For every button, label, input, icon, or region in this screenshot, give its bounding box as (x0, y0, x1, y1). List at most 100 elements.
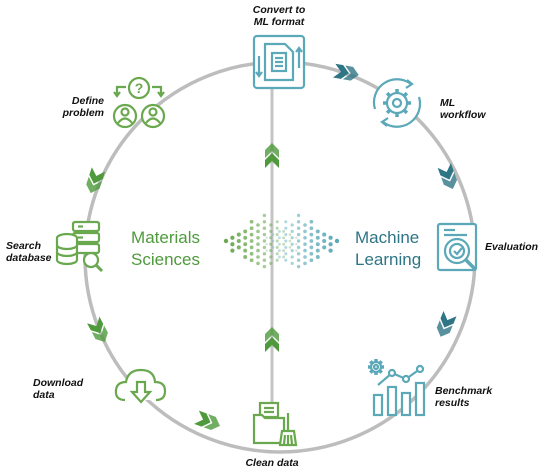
dot (262, 252, 267, 256)
cloud-download-icon (114, 368, 167, 404)
chevron-workflow-to-evaluation (437, 163, 457, 189)
evaluation-icon (436, 222, 478, 272)
dot (275, 258, 279, 262)
dot (269, 236, 273, 240)
dot (296, 220, 301, 224)
step-label-define: Define problem (62, 95, 104, 119)
dot (284, 220, 288, 224)
dot (290, 248, 294, 253)
materials-title-line-2: Sciences (131, 250, 200, 269)
dot (315, 235, 320, 240)
dot (277, 249, 281, 253)
materials-sciences-title: Materials Sciences (108, 227, 200, 271)
dot (236, 232, 241, 237)
ml-dot-arrow (265, 213, 340, 269)
dot (256, 255, 260, 259)
dot (290, 236, 294, 240)
dot (277, 255, 281, 259)
dot (262, 213, 267, 218)
dot (275, 239, 279, 243)
dot (249, 232, 254, 237)
dot (249, 245, 254, 250)
dot (309, 232, 314, 237)
dot (296, 258, 301, 262)
dot (309, 251, 314, 256)
dot (249, 251, 254, 256)
dot (277, 242, 281, 246)
dot (249, 219, 254, 224)
dot (284, 252, 288, 256)
dot (290, 223, 294, 227)
dot (243, 242, 248, 247)
dot (256, 236, 260, 240)
svg-text:?: ? (135, 80, 144, 96)
dot (269, 248, 273, 253)
dot (271, 233, 275, 236)
dot (262, 258, 267, 262)
dot (230, 242, 235, 247)
dot (296, 232, 301, 237)
gear-tooth (369, 369, 374, 374)
gear-tooth (378, 369, 383, 374)
dot (315, 229, 320, 234)
chevron-download-to-clean (194, 410, 220, 430)
dot (271, 239, 275, 243)
dot (256, 223, 260, 227)
dot (271, 246, 275, 249)
dot (282, 236, 286, 240)
dot (309, 258, 314, 263)
dot (275, 233, 279, 237)
dot (315, 255, 320, 259)
benchmark-chart-icon (368, 359, 426, 417)
dot (284, 245, 288, 249)
dot (303, 248, 307, 253)
ml-title-line-1: Machine (355, 228, 420, 247)
chevron-convert-to-workflow (332, 63, 359, 81)
materials-title-line-1: Materials (131, 228, 200, 247)
machine-learning-title: Machine Learning (355, 227, 447, 271)
dot (275, 252, 279, 256)
dot (275, 226, 279, 230)
dot (262, 226, 267, 230)
dot (236, 238, 241, 244)
dot (303, 229, 307, 234)
dot (243, 248, 248, 253)
dot (282, 242, 286, 246)
dot (269, 255, 273, 259)
gear-tooth (378, 360, 383, 365)
dot (322, 238, 327, 244)
dot (256, 261, 260, 266)
gear-cycle-icon (372, 78, 422, 128)
step-label-workflow: ML workflow (440, 97, 486, 121)
dot (290, 255, 294, 259)
dot (290, 261, 294, 266)
dot (256, 248, 260, 253)
dot (288, 246, 292, 249)
dot (309, 239, 314, 243)
dot (303, 223, 307, 227)
dot (262, 239, 267, 243)
dot (290, 242, 294, 246)
chevron-axis-lower (265, 327, 279, 352)
document-convert-icon (252, 34, 306, 90)
dot (243, 235, 248, 240)
materials-dot-arrow (223, 213, 298, 269)
dot (282, 255, 286, 259)
dot (277, 236, 281, 240)
dot (236, 245, 241, 250)
step-label-download: Download data (33, 377, 84, 401)
dot (249, 226, 254, 231)
chevron-axis-upper (265, 143, 279, 168)
dot (269, 261, 273, 266)
dot (295, 242, 298, 246)
dot (262, 264, 267, 269)
dot (256, 229, 260, 234)
dot (269, 223, 273, 227)
dot (282, 249, 286, 253)
dot (303, 236, 307, 240)
dot (309, 226, 314, 231)
dot (284, 258, 288, 262)
dot (309, 245, 314, 250)
dot (275, 220, 279, 224)
dot (315, 242, 320, 247)
